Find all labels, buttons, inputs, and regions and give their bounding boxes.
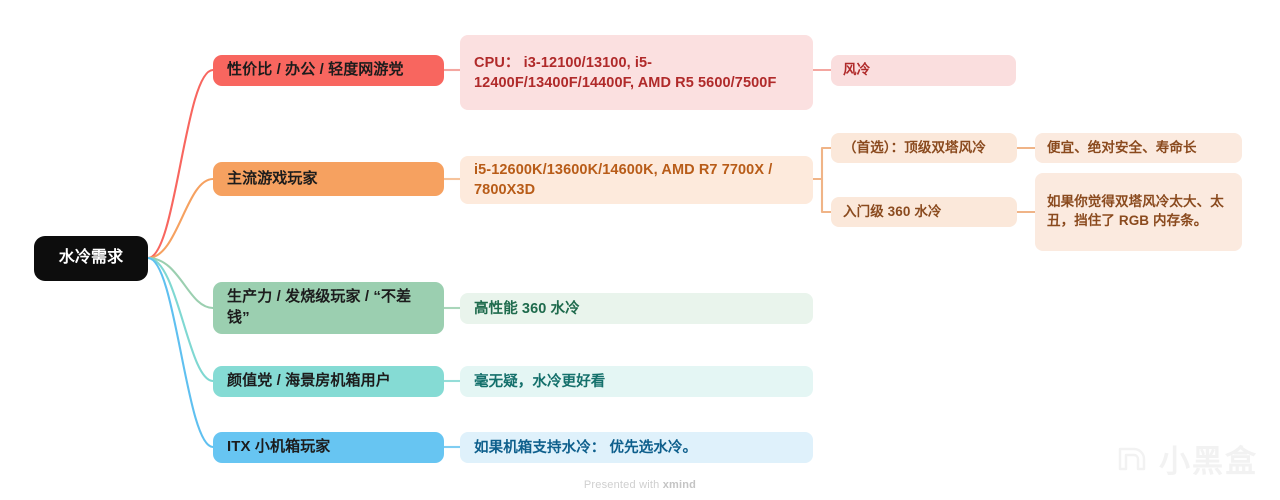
- branch-node-value[interactable]: 性价比 / 办公 / 轻度网游党: [213, 55, 444, 86]
- hei-he-logo-icon: [1114, 441, 1150, 482]
- connector-detail-to-entry360: [813, 177, 831, 214]
- branch-node-productivity[interactable]: 生产力 / 发烧级玩家 / “不差钱”: [213, 282, 444, 334]
- connector-root-to-aesthetics: [147, 256, 214, 383]
- branch-node-value-label: 性价比 / 办公 / 轻度网游党: [227, 61, 404, 79]
- sub-node-top-tower-aircooler-label: （首选）：顶级双塔风冷: [843, 139, 986, 155]
- detail-node-itx-cooling-label: 如果机箱支持水冷： 优先选水冷。: [474, 439, 698, 456]
- branch-node-productivity-label: 生产力 / 发烧级玩家 / “不差钱”: [227, 288, 412, 326]
- sub-node-top-tower-aircooler[interactable]: （首选）：顶级双塔风冷: [831, 133, 1017, 163]
- xmind-credit: Presented with xmind: [0, 479, 1280, 491]
- leaf-node-top-tower-pros[interactable]: 便宜、绝对安全、寿命长: [1035, 133, 1242, 163]
- detail-node-aesthetics-cooling-label: 毫无疑，水冷更好看: [474, 373, 606, 390]
- detail-node-value-cpu-label: CPU： i3-12100/13100, i5-12400F/13400F/14…: [474, 54, 777, 91]
- leaf-node-entry-360-note[interactable]: 如果你觉得双塔风冷太大、太丑，挡住了 RGB 内存条。: [1035, 173, 1242, 251]
- branch-node-itx[interactable]: ITX 小机箱玩家: [213, 432, 444, 463]
- leaf-node-entry-360-note-label: 如果你觉得双塔风冷太大、太丑，挡住了 RGB 内存条。: [1047, 194, 1224, 228]
- xmind-credit-brand: xmind: [662, 479, 697, 491]
- detail-node-productivity-cooling-label: 高性能 360 水冷: [474, 300, 580, 317]
- branch-node-itx-label: ITX 小机箱玩家: [227, 438, 331, 456]
- detail-node-mainstream-cpu[interactable]: i5-12600K/13600K/14600K, AMD R7 7700X / …: [460, 156, 813, 204]
- branch-node-aesthetics-label: 颜值党 / 海景房机箱用户: [227, 372, 391, 390]
- leaf-node-top-tower-pros-label: 便宜、绝对安全、寿命长: [1047, 139, 1197, 155]
- sub-node-entry-360-liquid[interactable]: 入门级 360 水冷: [831, 197, 1017, 227]
- connector-root-to-productivity: [147, 256, 214, 310]
- detail-node-value-cpu[interactable]: CPU： i3-12100/13100, i5-12400F/13400F/14…: [460, 35, 813, 110]
- xmind-credit-prefix: Presented with: [583, 479, 663, 491]
- leaf-node-air-cooling-label: 风冷: [843, 62, 871, 78]
- connector-root-to-itx: [147, 256, 214, 449]
- branch-node-mainstream[interactable]: 主流游戏玩家: [213, 162, 444, 196]
- leaf-node-air-cooling[interactable]: 风冷: [831, 55, 1016, 86]
- connector-detail-to-top-tower: [813, 146, 831, 181]
- branch-node-aesthetics[interactable]: 颜值党 / 海景房机箱用户: [213, 366, 444, 397]
- root-node[interactable]: 水冷需求: [34, 236, 148, 281]
- connector-root-to-mainstream: [147, 177, 214, 260]
- root-node-label: 水冷需求: [58, 249, 124, 267]
- sub-node-entry-360-liquid-label: 入门级 360 水冷: [843, 203, 942, 219]
- brand-watermark-text: 小黑盒: [1159, 444, 1258, 479]
- detail-node-itx-cooling[interactable]: 如果机箱支持水冷： 优先选水冷。: [460, 432, 813, 463]
- detail-node-mainstream-cpu-label: i5-12600K/13600K/14600K, AMD R7 7700X / …: [474, 162, 773, 198]
- detail-node-aesthetics-cooling[interactable]: 毫无疑，水冷更好看: [460, 366, 813, 397]
- detail-node-productivity-cooling[interactable]: 高性能 360 水冷: [460, 293, 813, 324]
- brand-watermark: 小黑盒: [1114, 441, 1258, 482]
- branch-node-mainstream-label: 主流游戏玩家: [227, 169, 318, 187]
- connector-root-to-value: [147, 68, 214, 260]
